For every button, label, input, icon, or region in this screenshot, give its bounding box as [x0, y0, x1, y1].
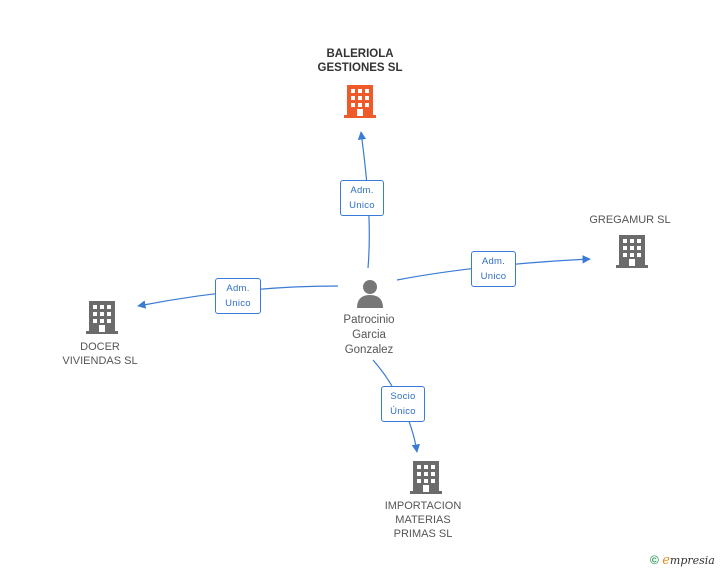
edge-label-adm-unico[interactable]: Adm. Unico: [340, 180, 384, 216]
building-icon[interactable]: [616, 234, 648, 268]
logo-text: mpresia: [669, 554, 715, 567]
building-icon[interactable]: [410, 460, 442, 494]
copyright-symbol: ©: [650, 553, 659, 567]
edge-label-adm-unico[interactable]: Adm. Unico: [215, 278, 261, 314]
building-icon[interactable]: [344, 84, 376, 118]
node-baleriola-label[interactable]: BALERIOLA GESTIONES SL: [317, 48, 403, 74]
person-icon[interactable]: [355, 278, 385, 308]
logo-e: e: [662, 553, 670, 568]
building-icon[interactable]: [86, 300, 118, 334]
node-center-person-label[interactable]: Patrocinio Garcia Gonzalez: [343, 314, 395, 356]
empresia-logo: © empresia: [650, 553, 715, 568]
node-gregamur-label[interactable]: GREGAMUR SL: [589, 214, 671, 226]
edge-label-socio-unico[interactable]: Socio Único: [381, 386, 425, 422]
edge-label-adm-unico[interactable]: Adm. Unico: [471, 251, 516, 287]
node-docer-label[interactable]: DOCER VIVIENDAS SL: [62, 341, 138, 367]
node-importacion-label[interactable]: IMPORTACION MATERIAS PRIMAS SL: [384, 500, 462, 540]
